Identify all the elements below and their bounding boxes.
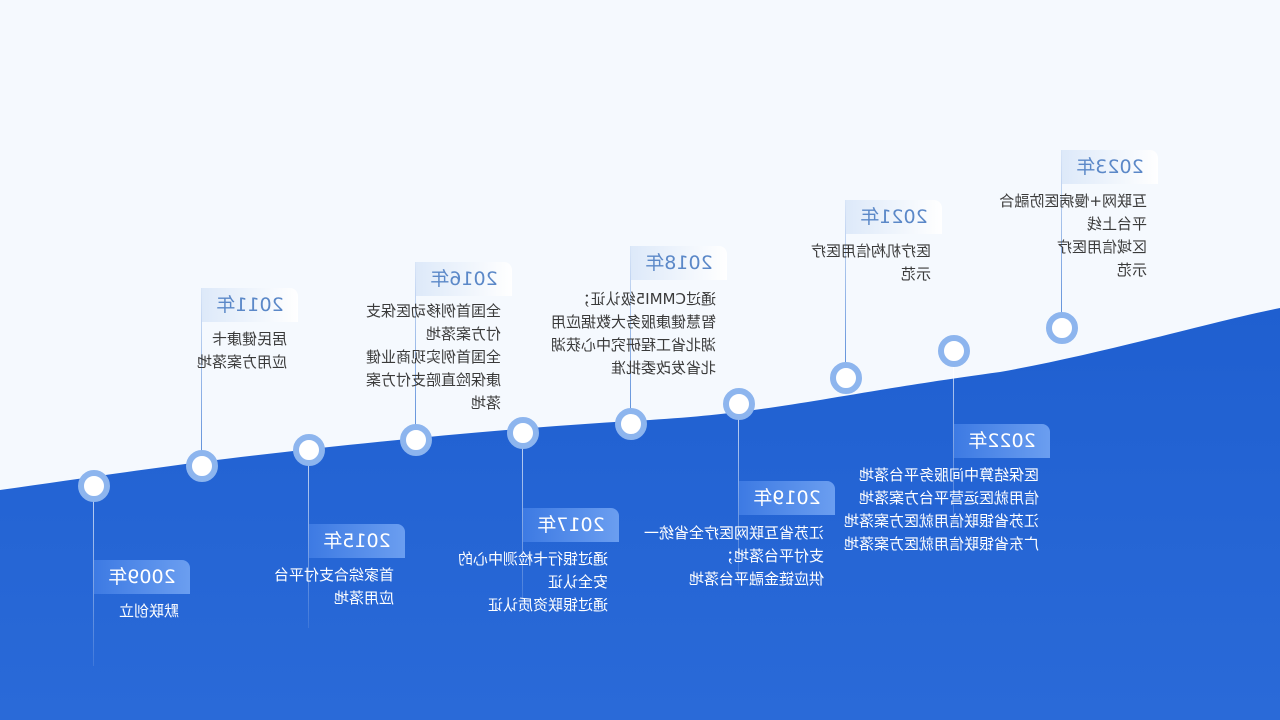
milestone-line: 示范 xyxy=(900,265,931,283)
milestone-line: 湖北省工程研究中心获湖 xyxy=(550,336,716,354)
milestone-line: 供应链金融平台落地 xyxy=(688,570,824,588)
milestone-text-2016: 全国首例移动医保支 付方案落地 全国首例实现商业健 康保险直赔支付方案 落地 xyxy=(366,300,501,415)
timeline-node-2022 xyxy=(938,335,970,367)
milestone-line: 全国首例实现商业健 xyxy=(365,348,501,366)
milestone-line: 通过银联资质认证 xyxy=(487,596,608,614)
year-label-2016: 2016年 xyxy=(416,262,512,296)
milestone-line: 平台上线 xyxy=(1086,215,1147,233)
milestone-line: 示范 xyxy=(1116,261,1147,279)
milestone-line: 通过CMMI5级认证； xyxy=(575,290,716,308)
milestone-line: 落地 xyxy=(470,394,501,412)
milestone-line: 医保结算中间服务平台落地 xyxy=(858,466,1039,484)
milestone-text-2019: 江苏省互联网医疗全省统一 支付平台落地； 供应链金融平台落地 xyxy=(644,522,824,591)
timeline-node-2009 xyxy=(78,470,110,502)
year-label-2019: 2019年 xyxy=(739,481,835,515)
milestone-line: 应用落地 xyxy=(333,589,394,607)
milestone-line: 互联网+慢病医防融合 xyxy=(999,192,1147,210)
timeline-node-2015 xyxy=(293,434,325,466)
year-label-2018: 2018年 xyxy=(631,246,727,280)
timeline-node-2017 xyxy=(507,417,539,449)
milestone-line: 应用方案落地 xyxy=(196,353,287,371)
timeline-node-2016 xyxy=(400,424,432,456)
timeline-node-2011 xyxy=(186,450,218,482)
milestone-line: 通过银行卡检测中心的 xyxy=(457,550,608,568)
milestone-text-2017: 通过银行卡检测中心的 安全认证 通过银联资质认证 xyxy=(458,548,608,617)
milestone-text-2023: 互联网+慢病医防融合 平台上线 区域信用医疗 示范 xyxy=(999,190,1147,282)
timeline-node-2023 xyxy=(1046,312,1078,344)
milestone-text-2015: 首家综合支付平台 应用落地 xyxy=(274,564,394,610)
timeline-node-2018 xyxy=(615,408,647,440)
milestone-line: 首家综合支付平台 xyxy=(273,566,394,584)
year-label-2022: 2022年 xyxy=(954,424,1050,458)
timeline-node-2019 xyxy=(723,388,755,420)
milestone-line: 康保险直赔支付方案 xyxy=(365,371,501,389)
milestone-line: 安全认证 xyxy=(547,573,608,591)
milestone-text-2022: 医保结算中间服务平台落地 信用就医运营平台方案落地 江苏省银联信用就医方案落地 … xyxy=(844,464,1039,556)
wave-shape xyxy=(0,308,1280,720)
timeline-node-2021 xyxy=(830,362,862,394)
milestone-text-2021: 医疗机构信用医疗 示范 xyxy=(811,240,931,286)
milestone-text-2009: 默联创立 xyxy=(119,600,179,623)
milestone-text-2011: 居民健康卡 应用方案落地 xyxy=(197,328,287,374)
milestone-line: 居民健康卡 xyxy=(211,330,287,348)
year-label-2011: 2011年 xyxy=(202,288,298,322)
year-label-2023: 2023年 xyxy=(1062,150,1158,184)
milestone-line: 北省发改委批准 xyxy=(610,359,716,377)
milestone-line: 广东省银联信用就医方案落地 xyxy=(843,535,1039,553)
milestone-text-2018: 通过CMMI5级认证； 智慧健康服务大数据应用 湖北省工程研究中心获湖 北省发改… xyxy=(551,288,716,380)
milestone-line: 医疗机构信用医疗 xyxy=(810,242,931,260)
year-label-2017: 2017年 xyxy=(523,508,619,542)
milestone-line: 付方案落地 xyxy=(425,325,501,343)
milestone-line: 区域信用医疗 xyxy=(1056,238,1147,256)
milestone-line: 全国首例移动医保支 xyxy=(365,302,501,320)
year-label-2009: 2009年 xyxy=(94,560,190,594)
milestone-line: 默联创立 xyxy=(118,602,179,620)
year-label-2021: 2021年 xyxy=(846,200,942,234)
milestone-line: 信用就医运营平台方案落地 xyxy=(858,489,1039,507)
milestone-line: 智慧健康服务大数据应用 xyxy=(550,313,716,331)
milestone-line: 江苏省互联网医疗全省统一 xyxy=(643,524,824,542)
year-label-2015: 2015年 xyxy=(309,524,405,558)
milestone-line: 支付平台落地； xyxy=(718,547,824,565)
milestone-line: 江苏省银联信用就医方案落地 xyxy=(843,512,1039,530)
